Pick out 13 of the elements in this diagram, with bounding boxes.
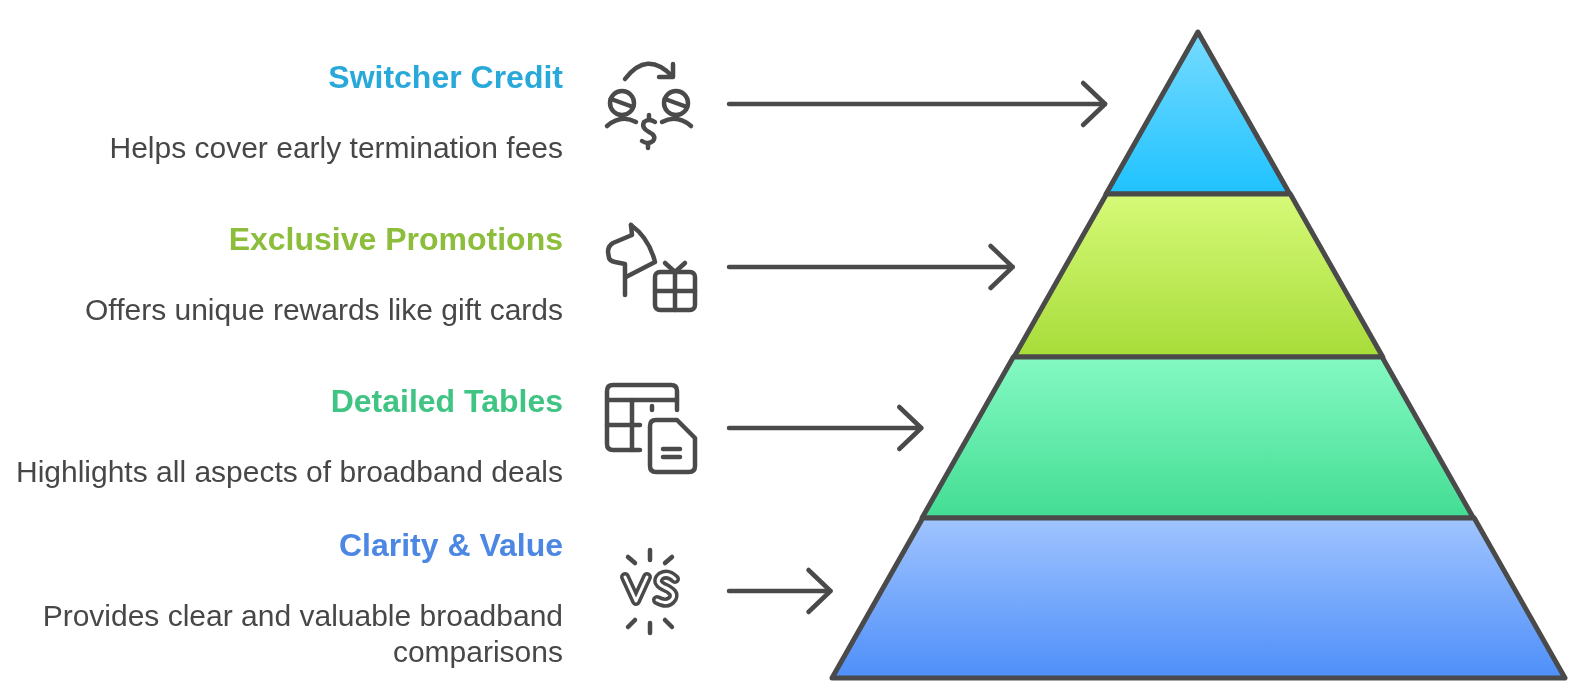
arrow bbox=[726, 567, 833, 615]
arrow bbox=[726, 80, 1108, 128]
tier-title: Switcher Credit bbox=[328, 58, 563, 96]
tier-description: Provides clear and valuable broadband comparisons bbox=[41, 598, 563, 670]
arrow bbox=[726, 404, 924, 452]
arrow bbox=[726, 243, 1015, 291]
tier-description: Helps cover early termination fees bbox=[109, 130, 563, 166]
tier-description: Offers unique rewards like gift cards bbox=[85, 292, 563, 328]
tier-title: Exclusive Promotions bbox=[228, 220, 563, 258]
tier-title: Clarity & Value bbox=[338, 526, 563, 564]
tier-title: Detailed Tables bbox=[330, 382, 563, 420]
tier-description: Highlights all aspects of broadband deals bbox=[15, 454, 563, 490]
pyramid-tier bbox=[828, 515, 1568, 681]
